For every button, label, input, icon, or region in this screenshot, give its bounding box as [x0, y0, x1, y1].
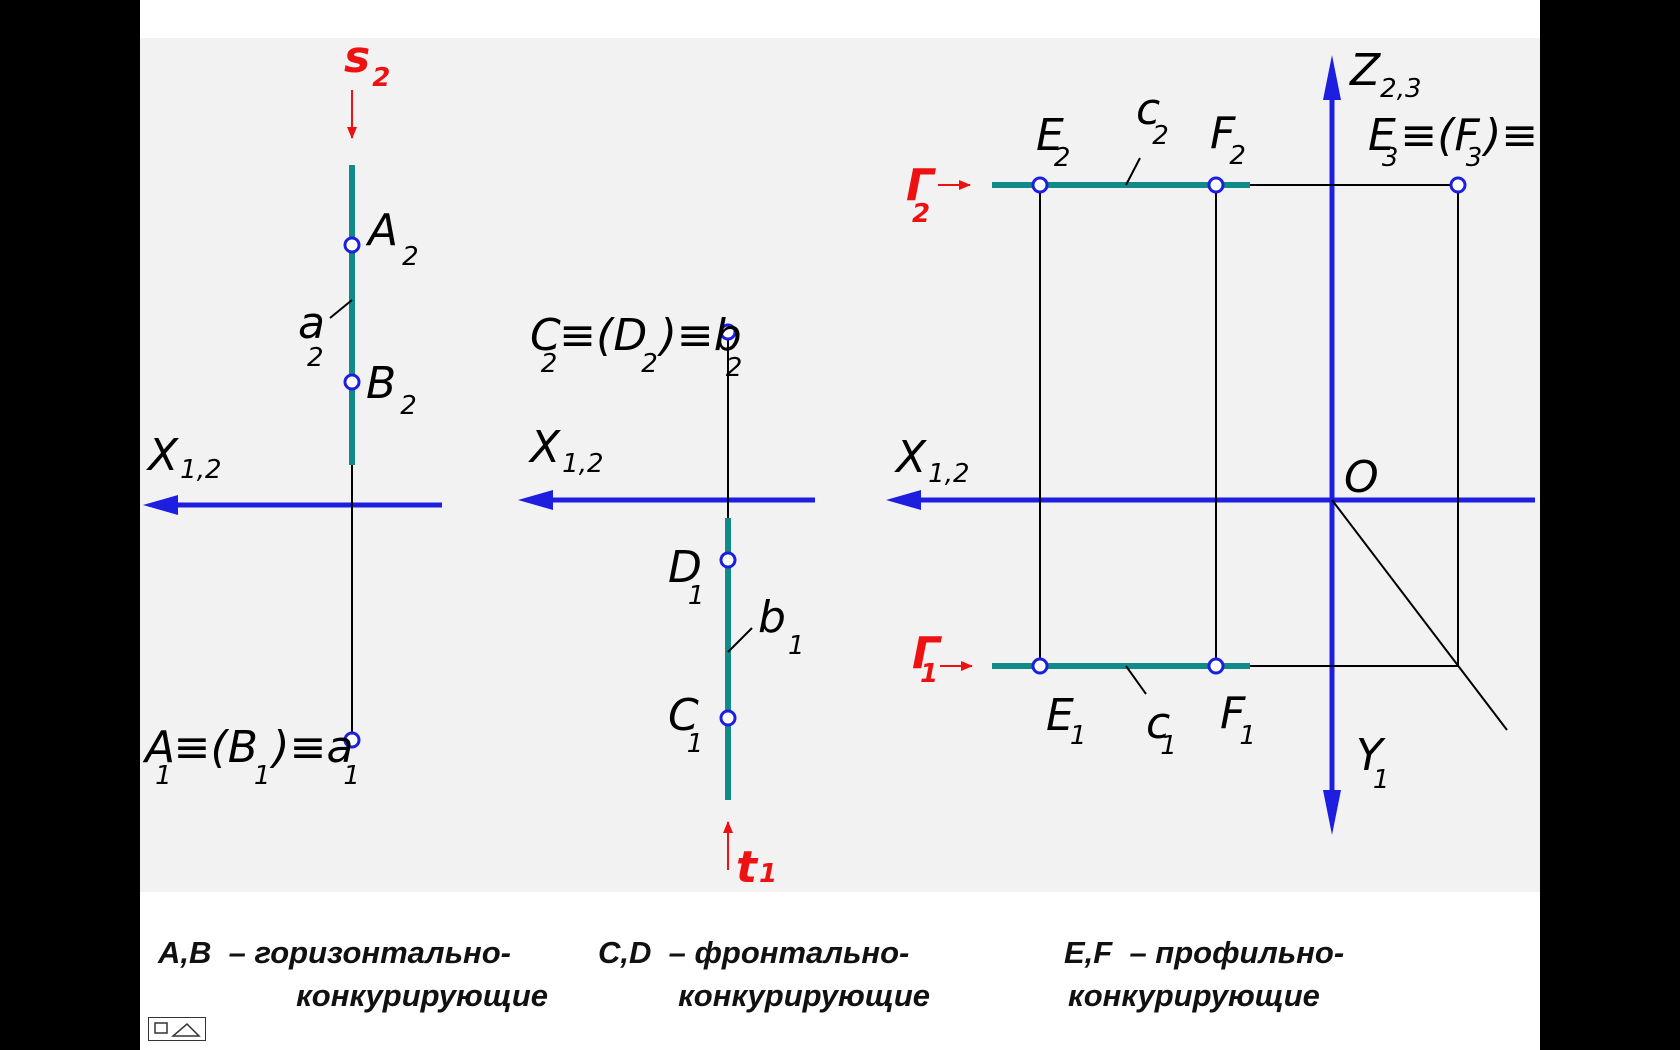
caption-ef-line1: E,F – профильно-: [1064, 935, 1345, 970]
label-b1: b1: [758, 592, 804, 661]
slide-navigation-icon: [154, 1022, 201, 1037]
caption-cd-line2: конкурирующие: [678, 978, 930, 1013]
point-A2: [343, 236, 361, 254]
left-x-axis-arrow: [143, 495, 178, 515]
c1-leader: [1125, 665, 1147, 695]
point-E2: [1031, 176, 1049, 194]
y-axis-arrow: [1323, 790, 1341, 835]
label-t1: t1: [736, 842, 777, 893]
label-X-left: X1,2: [146, 430, 222, 485]
point-B2: [343, 373, 361, 391]
caption-ab-line2: конкурирующие: [296, 978, 548, 1013]
label-Y: Y1: [1356, 730, 1389, 795]
label-E2: E2: [1036, 110, 1070, 173]
label-F2: F2: [1210, 108, 1246, 171]
a2-leader: [329, 299, 353, 319]
drawing-panel: [140, 38, 1540, 892]
label-E1: E1: [1046, 690, 1086, 751]
caption-ef-line2: конкурирующие: [1068, 978, 1320, 1013]
point-E1: [1031, 657, 1049, 675]
label-c1: c1: [1146, 698, 1177, 761]
z-axis-arrow: [1323, 55, 1341, 100]
sheet-icon[interactable]: [148, 1017, 206, 1041]
point-F2: [1207, 176, 1225, 194]
middle-x-axis-arrow: [518, 490, 553, 510]
b1-leader: [727, 627, 753, 653]
label-X-right: X1,2: [894, 432, 970, 489]
slide: [140, 0, 1540, 1050]
point-C2: [719, 323, 737, 341]
point-D1: [719, 551, 737, 569]
label-G1: Г1: [912, 628, 942, 689]
label-s2: s2: [344, 32, 390, 93]
right-x-axis-arrow: [886, 490, 921, 510]
point-C1: [719, 709, 737, 727]
bisector-line: [1331, 499, 1508, 731]
point-E3: [1449, 176, 1467, 194]
caption-ab-line1: A,B – горизонтально-: [158, 935, 511, 970]
label-O: O: [1344, 452, 1379, 503]
label-E3F3c3: E3≡(F3)≡c3: [1368, 110, 1573, 173]
label-A2: A2: [365, 205, 419, 272]
label-F1: F1: [1220, 688, 1256, 751]
c2-leader: [1125, 157, 1141, 186]
point-A1: [343, 731, 361, 749]
caption-cd-line1: C,D – фронтально-: [598, 935, 910, 970]
label-Z: Z2,3: [1349, 45, 1422, 104]
label-X-middle: X1,2: [528, 422, 604, 479]
point-F1: [1207, 657, 1225, 675]
